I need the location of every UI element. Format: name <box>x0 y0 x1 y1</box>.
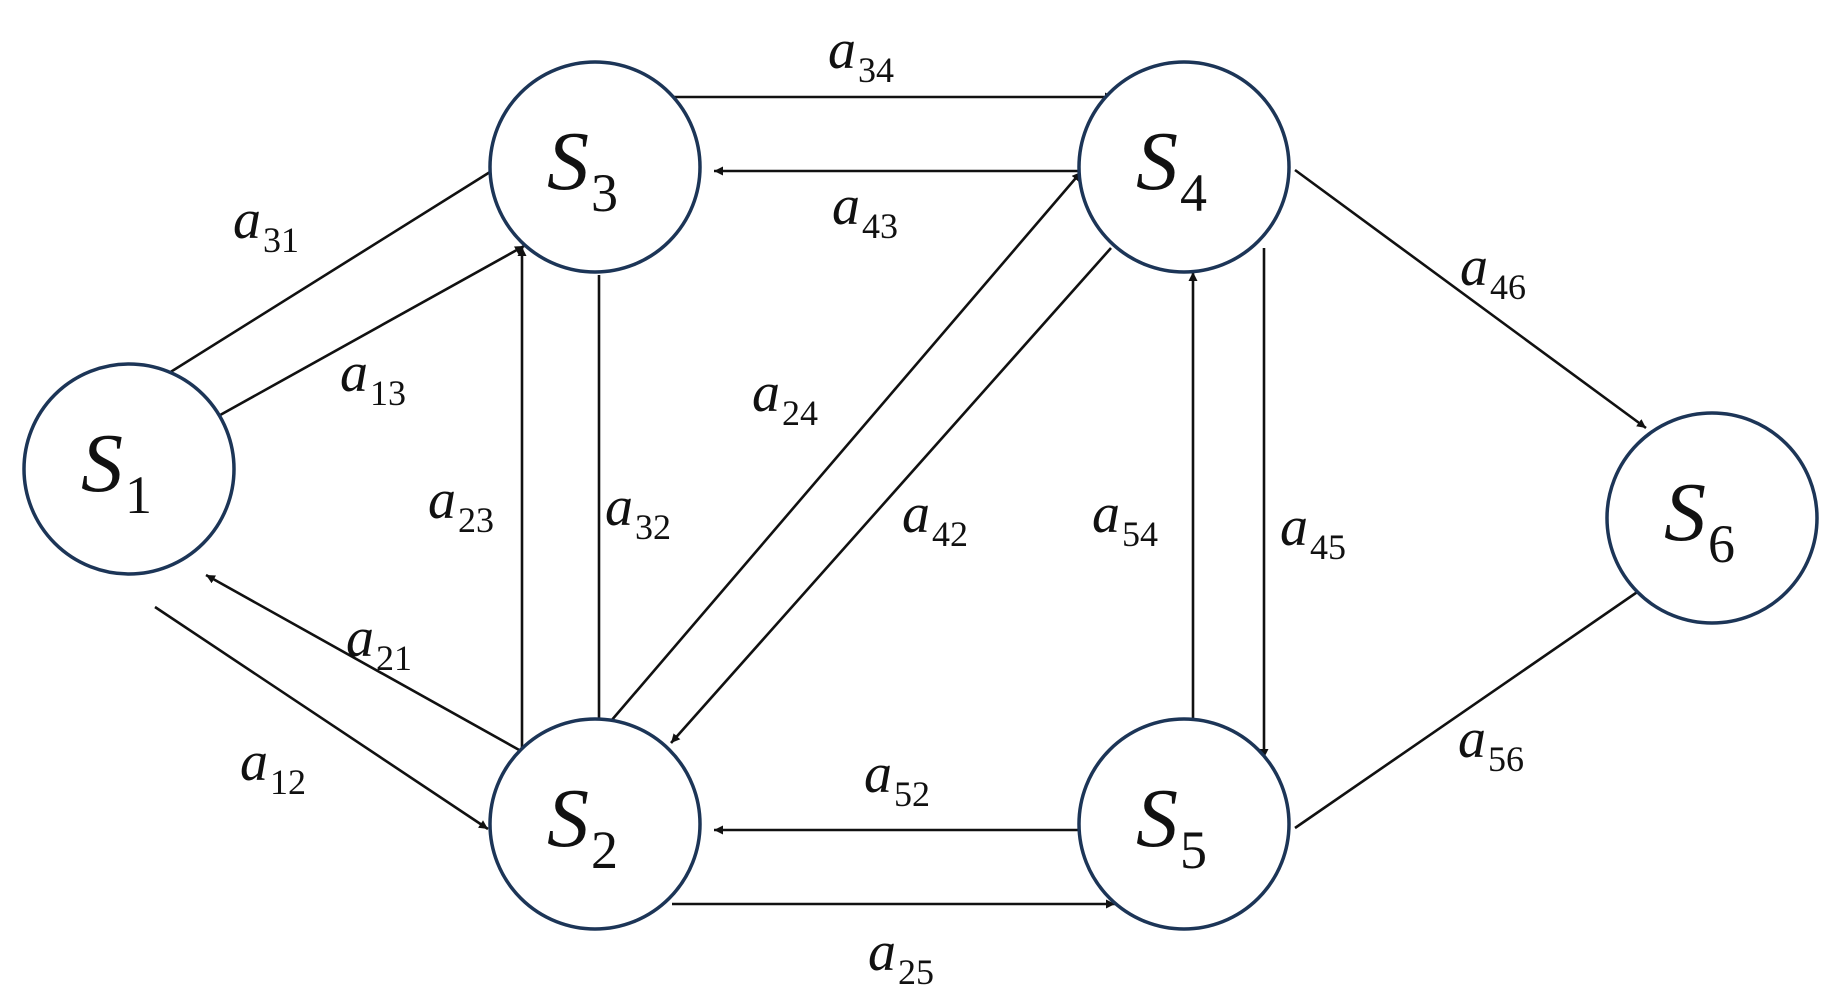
edge-s2-to-s4 <box>604 171 1082 729</box>
edge-label-a23: a23 <box>428 469 494 540</box>
state-label-s5: S5 <box>1136 772 1207 880</box>
edge-label-a13: a13 <box>340 342 406 413</box>
state-label-s2: S2 <box>547 772 618 880</box>
edge-label-a45: a45 <box>1280 496 1346 567</box>
transition-edges <box>136 92 1647 909</box>
state-label-s3: S3 <box>547 115 618 223</box>
edge-label-a12: a12 <box>240 731 306 802</box>
state-circle-s6 <box>1605 411 1819 625</box>
edge-s3-to-s1 <box>136 170 491 395</box>
state-node-s5: S5 <box>1077 717 1291 931</box>
state-node-s4: S4 <box>1077 60 1291 274</box>
edge-s4-to-s2 <box>670 247 1112 744</box>
edge-s1-to-s3 <box>203 244 525 426</box>
state-label-s1: S1 <box>81 417 152 525</box>
edge-s2-to-s1 <box>205 573 522 753</box>
edge-label-a54: a54 <box>1092 483 1158 554</box>
edge-s5-to-s6 <box>1294 584 1647 830</box>
state-label-s4: S4 <box>1136 115 1207 223</box>
edge-label-a31: a31 <box>233 189 299 260</box>
transition-labels: a31 a13 a12 a21 a23 a32 a34 a43 a24 a42 a25 a52 a45 a… <box>233 19 1526 992</box>
state-circle-s5 <box>1077 717 1291 931</box>
edge-label-a56: a56 <box>1458 708 1524 779</box>
edge-label-a32: a32 <box>605 476 671 547</box>
state-circle-s2 <box>488 717 702 931</box>
state-node-s1: S1 <box>22 362 236 576</box>
state-node-s6: S6 <box>1605 411 1819 625</box>
state-circle-s1 <box>22 362 236 576</box>
edge-label-a46: a46 <box>1460 236 1526 307</box>
edge-s4-to-s6 <box>1294 168 1647 430</box>
edge-label-a52: a52 <box>864 743 930 814</box>
state-circle-s4 <box>1077 60 1291 274</box>
edge-label-a34: a34 <box>828 19 894 90</box>
edge-label-a25: a25 <box>868 921 934 992</box>
state-node-s2: S2 <box>488 717 702 931</box>
edge-label-a43: a43 <box>832 175 898 246</box>
edge-label-a24: a24 <box>752 362 818 433</box>
state-label-s6: S6 <box>1664 466 1735 574</box>
edge-label-a42: a42 <box>902 483 968 554</box>
state-circle-s3 <box>488 60 702 274</box>
edge-s1-to-s2 <box>154 605 489 831</box>
state-node-s3: S3 <box>488 60 702 274</box>
edge-label-a21: a21 <box>346 607 412 678</box>
